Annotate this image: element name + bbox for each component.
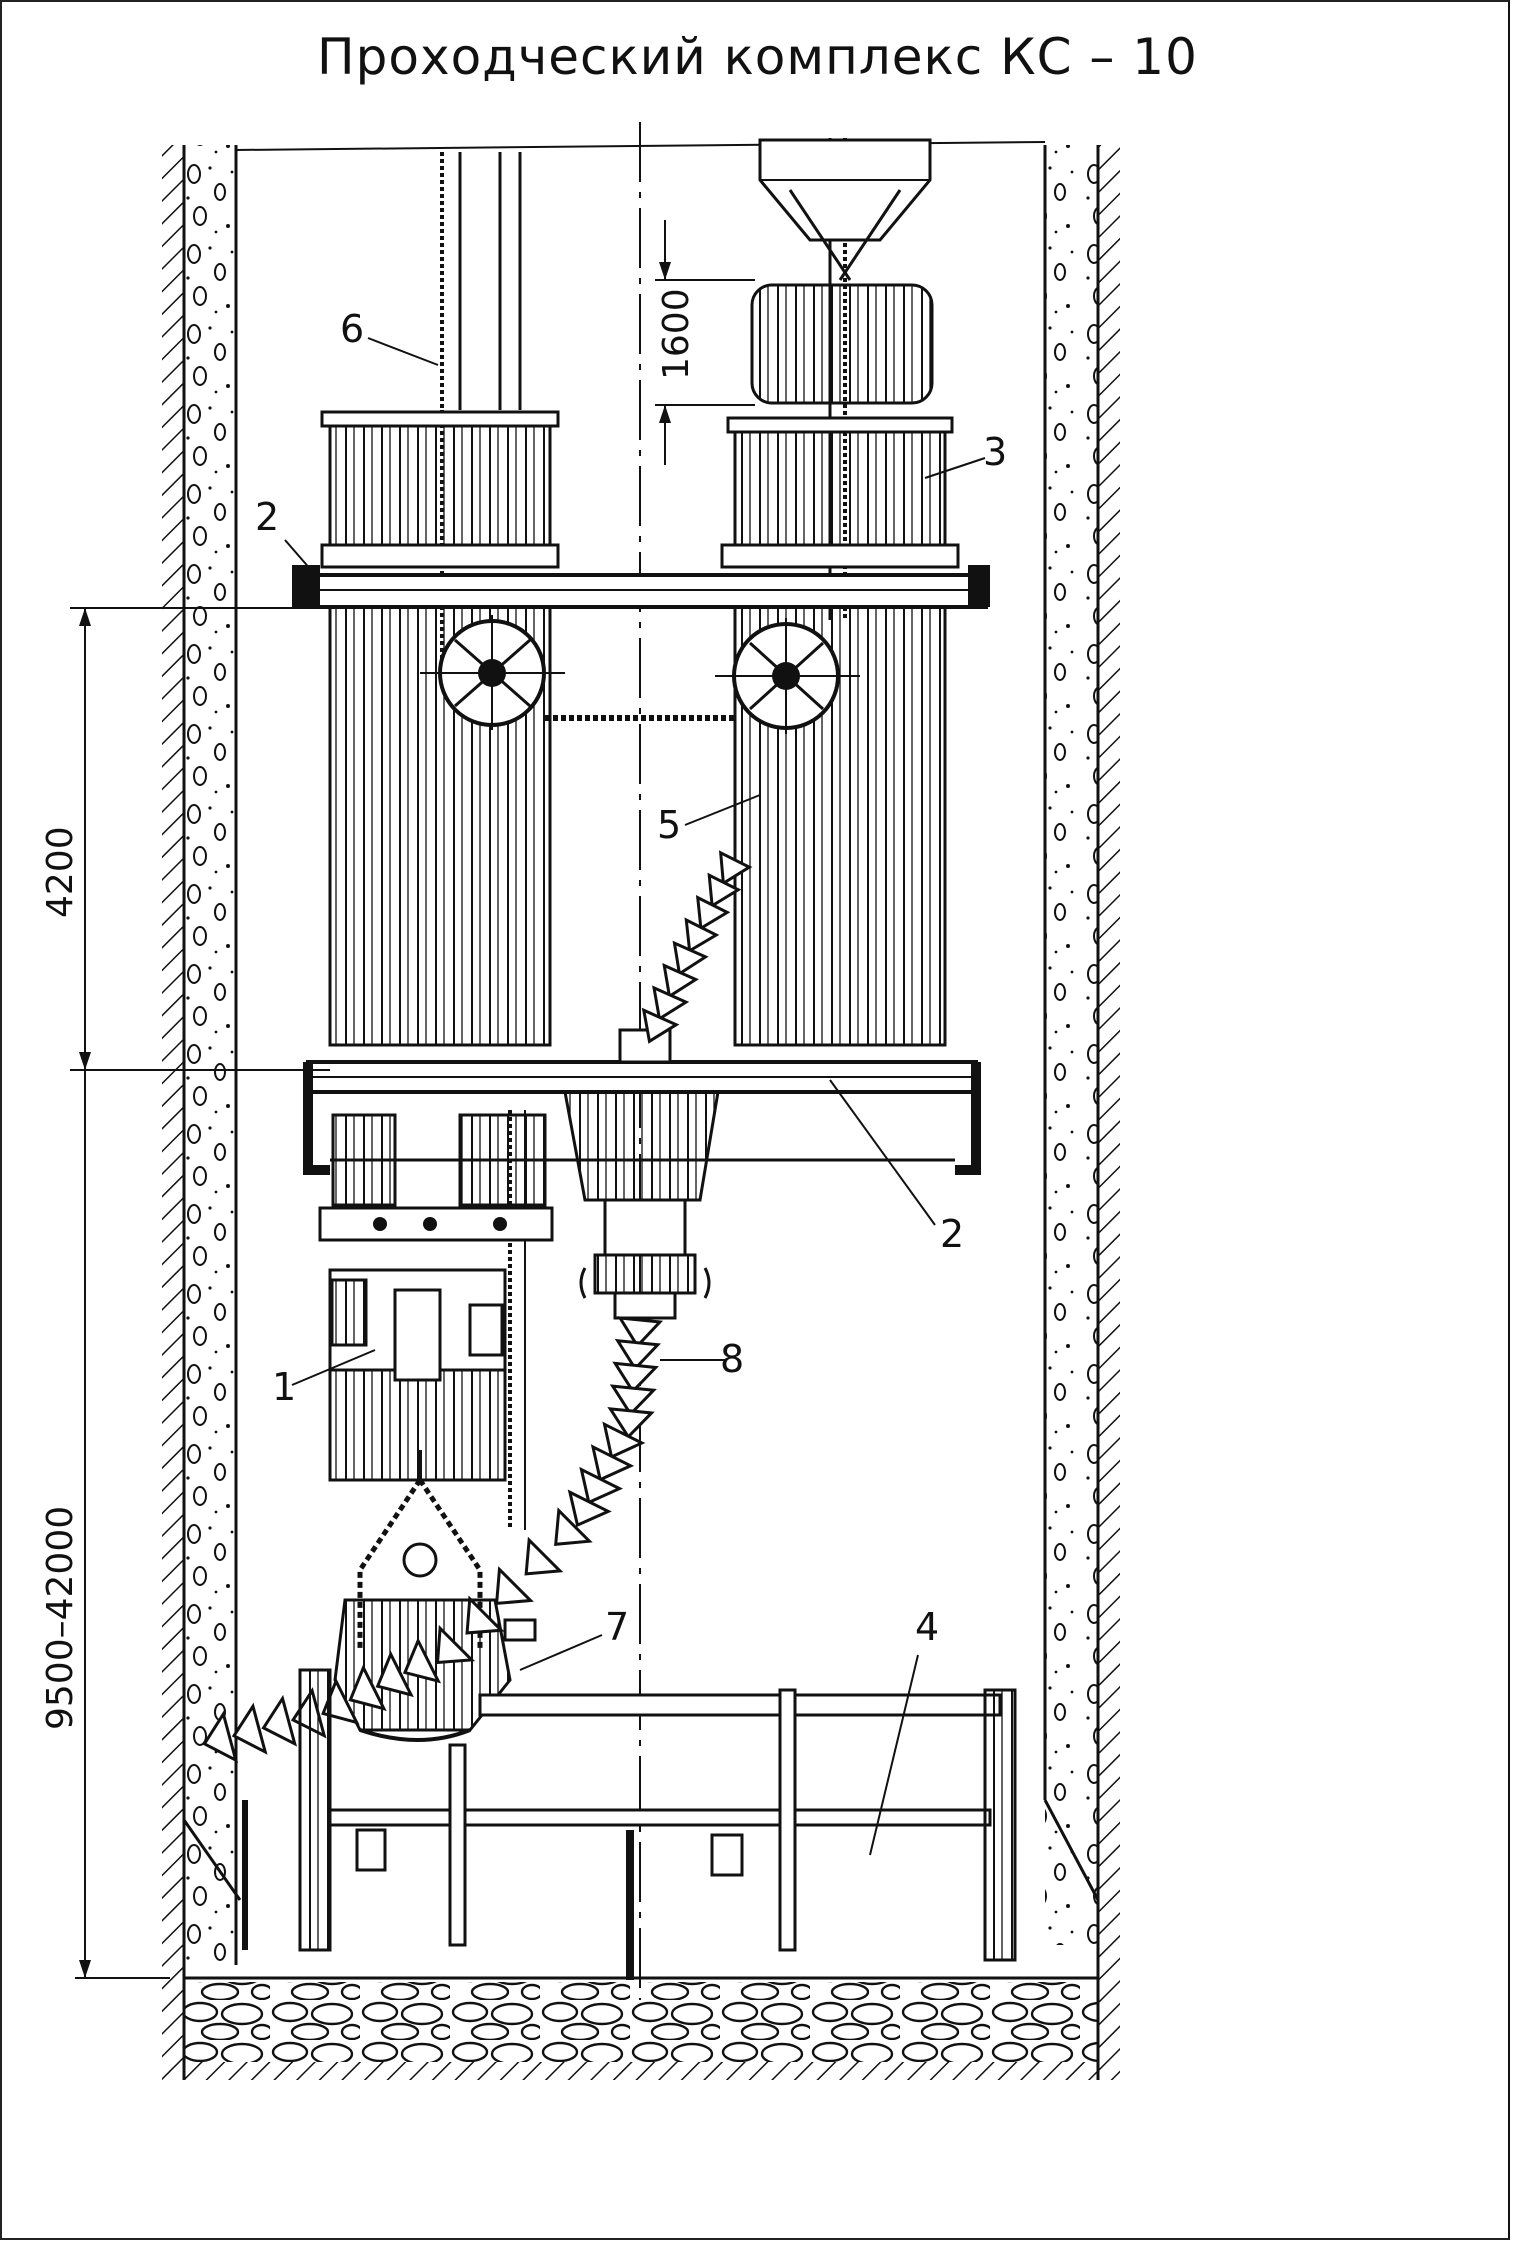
shaft-bottom <box>184 1976 1098 2080</box>
chute-segment <box>494 1566 534 1606</box>
chute-segment <box>672 940 709 977</box>
chute-segment <box>261 1694 298 1747</box>
dimension-1600: 1600 <box>655 220 755 465</box>
chute-segment <box>524 1536 564 1576</box>
chute-segment <box>707 872 742 909</box>
chute-segment <box>684 917 720 954</box>
chute-segment <box>695 895 731 931</box>
dim-label-4200: 4200 <box>40 826 81 918</box>
chute-segment <box>662 962 699 999</box>
chute-segment <box>579 1466 623 1505</box>
callout-2-lower: 2 <box>940 1212 964 1256</box>
grab-drive-unit <box>318 1113 554 1242</box>
callout-leaders <box>284 337 986 1856</box>
shaft-wall-right <box>1043 145 1120 2080</box>
right-sheave <box>715 618 860 734</box>
callout-7: 7 <box>605 1605 629 1649</box>
dim-label-9500-42000: 9500–42000 <box>40 1506 81 1730</box>
callout-8: 8 <box>720 1337 744 1381</box>
callout-1: 1 <box>272 1365 296 1409</box>
left-sheave <box>420 615 565 730</box>
callout-4: 4 <box>915 1605 939 1649</box>
diagram-title: Проходческий комплекс КС – 10 <box>317 28 1198 86</box>
chute-segment <box>652 985 690 1022</box>
chute-segment <box>602 1421 646 1460</box>
chute-segment <box>617 1316 664 1349</box>
callout-6: 6 <box>340 307 364 351</box>
upper-platform <box>292 565 990 609</box>
top-hopper <box>750 138 934 405</box>
chute-segment <box>465 1595 505 1635</box>
shaft-wall-left <box>162 145 242 2080</box>
dimension-9500-42000: 9500–42000 <box>40 1070 170 1979</box>
chute-segment <box>590 1444 635 1482</box>
dim-label-1600: 1600 <box>656 288 697 380</box>
right-column <box>720 416 960 1047</box>
chute-segment <box>609 1384 657 1417</box>
chute-segment <box>375 1650 414 1698</box>
chute-segment <box>435 1624 476 1665</box>
operator-cabin <box>328 1268 507 1482</box>
dimension-4200: 4200 <box>40 607 330 1071</box>
chute-segment <box>554 1507 593 1546</box>
upper-chute <box>641 850 753 1044</box>
chute-segment <box>641 1007 680 1044</box>
left-column <box>320 410 560 1047</box>
chute-segment <box>607 1407 655 1440</box>
chute-segment <box>402 1637 442 1684</box>
cutter-frame <box>242 1668 1017 1980</box>
lower-chute <box>202 1316 664 1763</box>
chute-segment <box>614 1338 662 1372</box>
chute-segment <box>718 850 753 886</box>
chute-segment <box>612 1361 659 1394</box>
chute-segment <box>231 1702 268 1755</box>
rotary-drive <box>563 1028 720 1320</box>
chute-segment <box>348 1664 387 1711</box>
callout-2-upper: 2 <box>255 495 279 539</box>
callout-5: 5 <box>657 803 681 847</box>
callout-3: 3 <box>983 430 1007 474</box>
chute-segment <box>567 1489 612 1528</box>
chute-segment <box>202 1710 239 1763</box>
